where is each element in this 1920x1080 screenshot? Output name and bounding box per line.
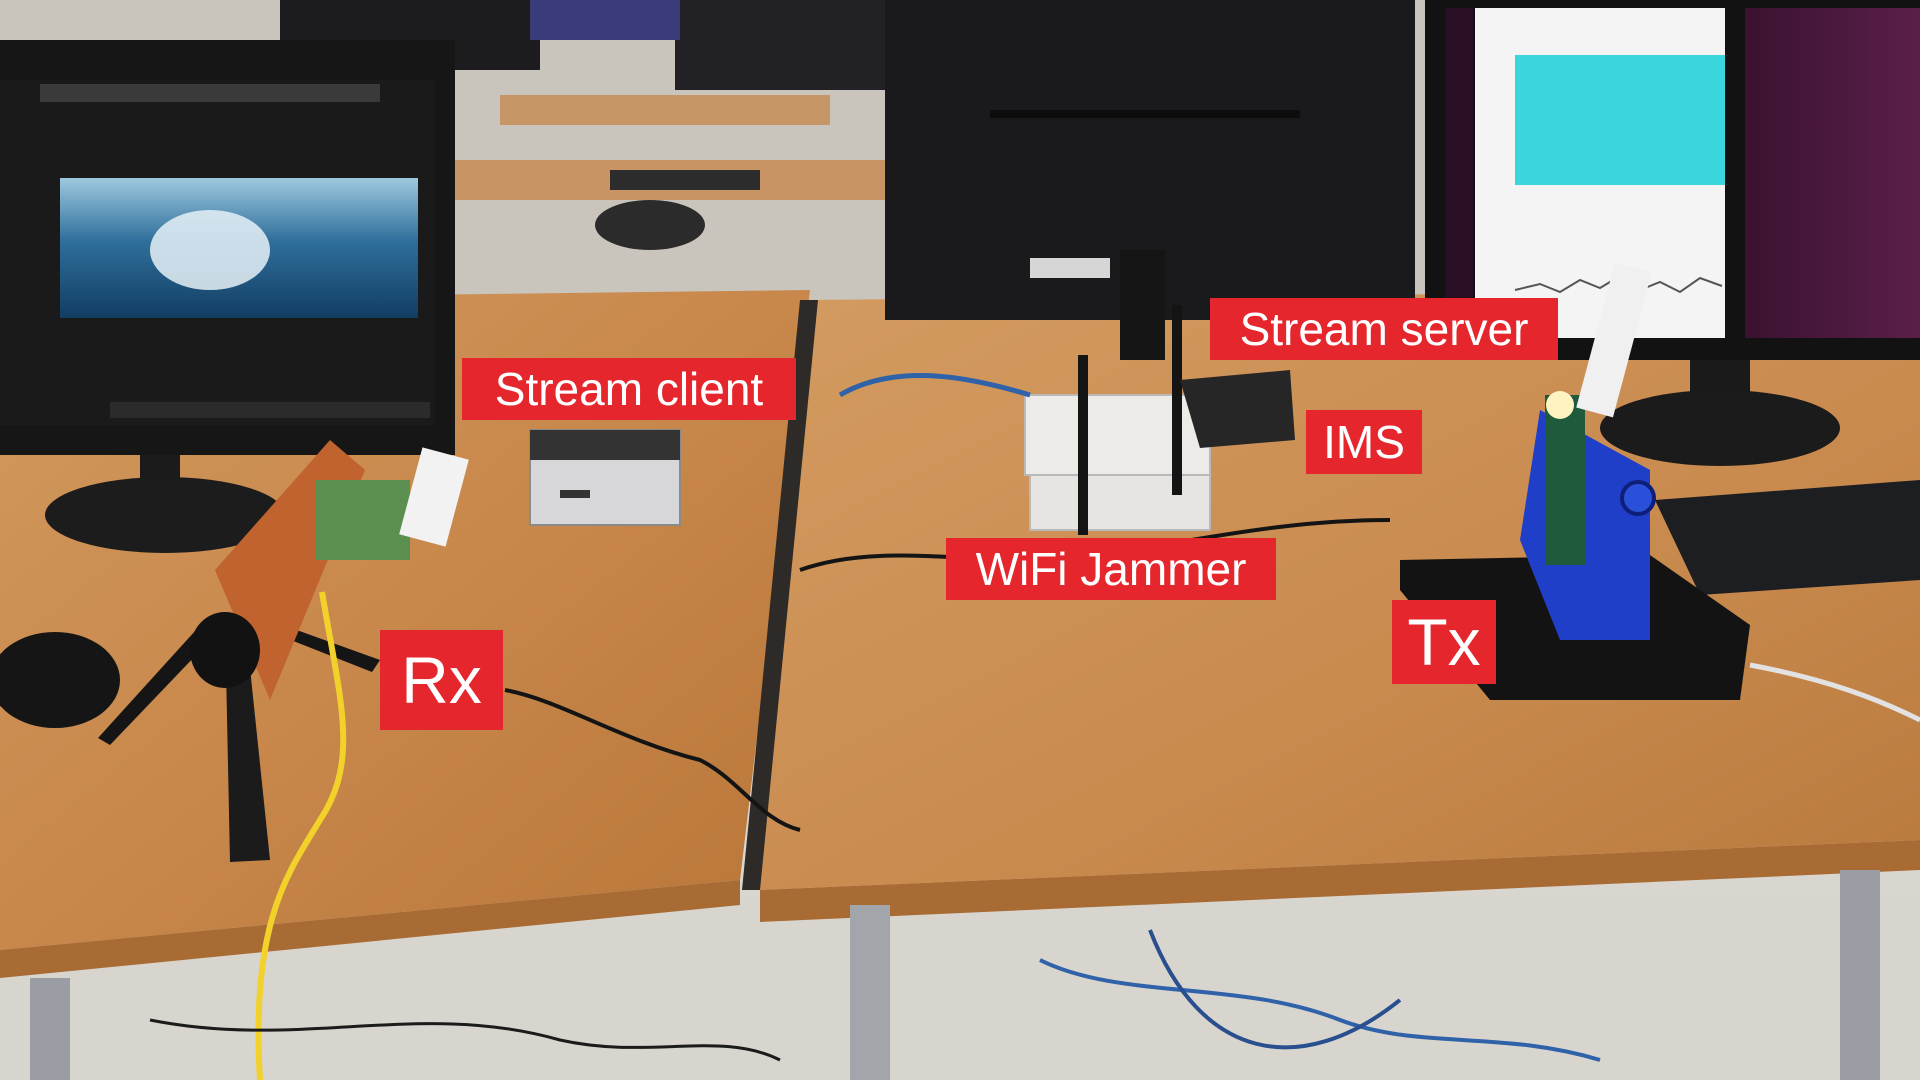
wifi-jammer-label: WiFi Jammer	[946, 538, 1276, 600]
tx-board	[1545, 395, 1585, 565]
rx-tripod-head	[190, 612, 260, 688]
desk-leg-right	[1840, 870, 1880, 1080]
spectrum-fill	[1515, 55, 1725, 185]
mouse	[0, 632, 120, 728]
mini-pc-port	[560, 490, 590, 498]
ims-device	[1180, 370, 1295, 448]
right-desk-edge	[760, 840, 1920, 922]
yellow-ethernet-cable	[255, 591, 347, 1080]
back-monitor-2	[675, 0, 925, 90]
white-cable-right	[1749, 662, 1920, 723]
ubuntu-dock	[1445, 8, 1473, 338]
center-monitor-stand	[1120, 250, 1165, 360]
left-monitor-titlebar	[40, 84, 380, 102]
left-monitor-base	[45, 477, 285, 553]
back-poster	[530, 0, 680, 40]
rx-usb-dongle	[399, 447, 469, 547]
blue-lan-cable	[838, 373, 1031, 398]
rx-label: Rx	[380, 630, 503, 730]
wifi-jammer-antenna-right	[1172, 305, 1182, 495]
ims-label: IMS	[1306, 410, 1422, 474]
black-cable-rx	[504, 688, 801, 832]
rx-circuit-board	[315, 480, 410, 560]
wave-splash	[150, 210, 270, 290]
floor-blue-cables-2	[1148, 929, 1402, 1050]
wifi-jammer-sdr-top	[1024, 394, 1211, 476]
tx-led-glow	[1546, 391, 1574, 419]
video-controls-bar	[110, 402, 430, 418]
floor-black-cables	[149, 1018, 781, 1062]
terminal-window	[1745, 8, 1920, 338]
keyboard	[1655, 480, 1920, 595]
tx-label: Tx	[1392, 600, 1496, 684]
tx-usb-dongle	[1576, 262, 1652, 418]
wifi-jammer-sdr-bottom	[1029, 474, 1211, 531]
mini-pc-top	[530, 430, 680, 460]
center-monitor-label	[1030, 258, 1110, 278]
desk-leg-left	[30, 978, 70, 1080]
center-monitor-vent	[990, 110, 1300, 118]
desk-leg-mid	[850, 905, 890, 1080]
tx-mount-knob	[1620, 480, 1656, 516]
desk-seam	[742, 300, 818, 890]
back-chair	[595, 200, 705, 250]
floor-blue-cables	[1039, 958, 1601, 1062]
back-desk-far	[500, 95, 830, 125]
right-monitor-base	[1600, 390, 1840, 466]
rx-tripod-leg-left	[98, 620, 220, 745]
left-desk-edge	[0, 880, 740, 978]
stream-server-label: Stream server	[1210, 298, 1558, 360]
stream-client-label: Stream client	[462, 358, 796, 420]
back-equipment	[610, 170, 760, 190]
wifi-jammer-antenna-left	[1078, 355, 1088, 535]
